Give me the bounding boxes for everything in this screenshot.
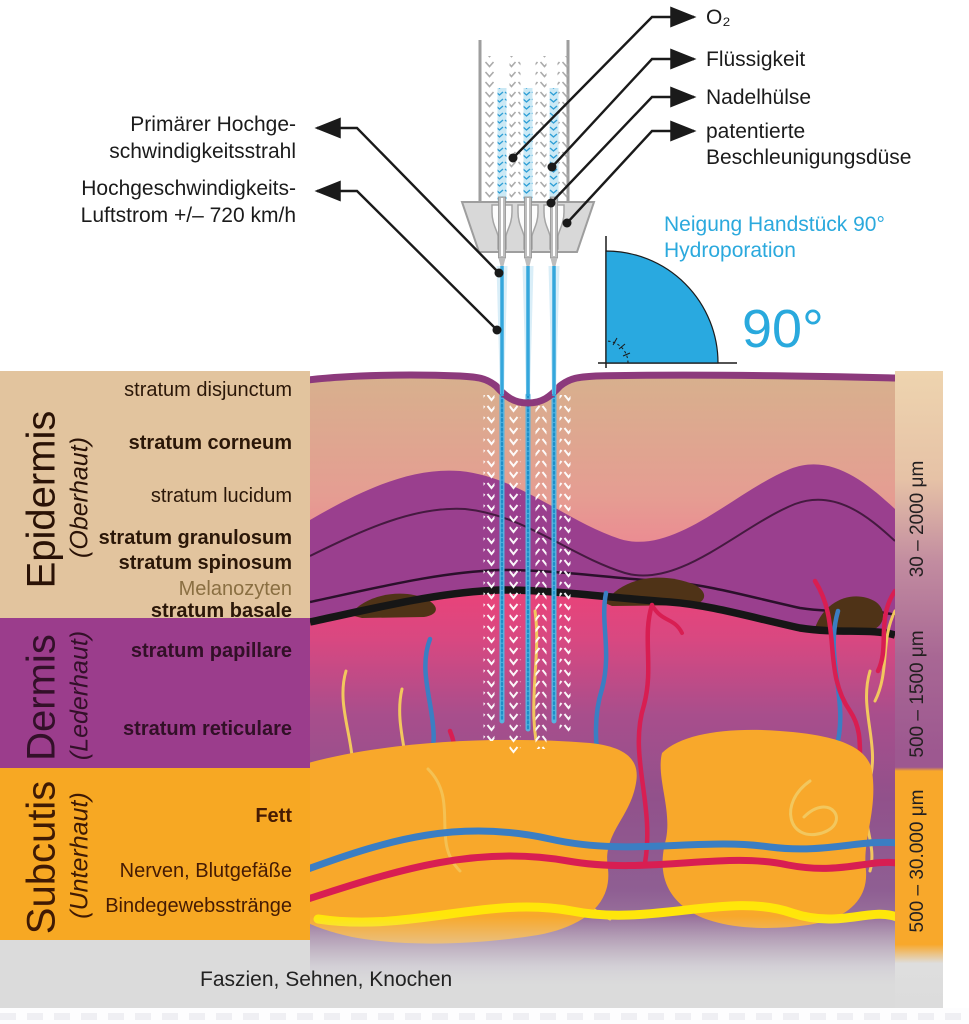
tilt-label-line2: Hydroporation bbox=[664, 239, 796, 262]
epidermis-label-block bbox=[0, 371, 310, 618]
label-fett: Fett bbox=[255, 805, 292, 827]
subcutis-label-block bbox=[0, 768, 310, 940]
epidermis-subtitle: (Oberhaut) bbox=[65, 437, 94, 558]
label-stratum-reticulare: stratum reticulare bbox=[123, 718, 292, 740]
high-velocity-jets bbox=[496, 266, 560, 396]
callout-lines bbox=[314, 6, 697, 331]
dermis-label-block bbox=[0, 618, 310, 768]
label-stratum-granulosum: stratum granulosum bbox=[98, 527, 292, 549]
label-stratum-corneum: stratum corneum bbox=[128, 432, 292, 454]
callout-jet-line1: Primärer Hochge- bbox=[130, 113, 296, 136]
needle-sleeves bbox=[498, 196, 558, 266]
angle-value: 90° bbox=[742, 299, 824, 359]
label-stratum-disjunctum: stratum disjunctum bbox=[124, 379, 292, 401]
subcutis-vessels bbox=[310, 767, 902, 927]
tilt-label-line1: Neigung Handstück 90° bbox=[664, 213, 885, 236]
label-stratum-lucidum: stratum lucidum bbox=[150, 485, 292, 507]
liquid-columns bbox=[497, 88, 559, 202]
callout-airflow-line2: Luftstrom +/– 720 km/h bbox=[80, 204, 296, 227]
label-faszien-sehnen-knochen: Faszien, Sehnen, Knochen bbox=[200, 968, 453, 991]
callout-dots bbox=[492, 153, 572, 335]
subcutis-title: Subcutis bbox=[19, 780, 64, 935]
device-body bbox=[460, 40, 596, 396]
bottom-strip bbox=[0, 1008, 969, 1024]
label-stratum-basale: stratum basale bbox=[150, 600, 292, 622]
callout-nozzle-line1: patentierte bbox=[706, 120, 806, 143]
label-stratum-spinosum: stratum spinosum bbox=[118, 552, 292, 574]
label-bindegewebsstraenge: Bindegewebsstränge bbox=[105, 895, 292, 917]
melanocyte-blobs bbox=[350, 577, 884, 630]
jet-chevron-columns bbox=[483, 392, 571, 757]
callout-o2: O₂ bbox=[706, 6, 731, 29]
dermis-vessels bbox=[341, 578, 898, 930]
fat-lobules bbox=[310, 729, 874, 944]
fascia-label-block bbox=[0, 940, 943, 1008]
skin-cross-section-illustration bbox=[310, 371, 943, 1008]
label-nerven-blutgefaesse: Nerven, Blutgefäße bbox=[119, 860, 292, 882]
callout-fluid: Flüssigkeit bbox=[706, 48, 806, 71]
acceleration-nozzle bbox=[460, 201, 596, 253]
callout-needle-sleeve: Nadelhülse bbox=[706, 86, 812, 109]
subcutis-subtitle: (Unterhaut) bbox=[65, 792, 94, 919]
label-stratum-papillare: stratum papillare bbox=[130, 640, 292, 662]
epidermis-title: Epidermis bbox=[19, 410, 64, 589]
callout-jet-line2: schwindigkeitsstrahl bbox=[109, 140, 296, 163]
callout-nozzle-line2: Beschleunigungsdüse bbox=[706, 146, 912, 169]
torn-edge-decoration bbox=[0, 1013, 969, 1020]
depth-subcutis: 500 – 30.000 μm bbox=[907, 789, 928, 933]
callout-airflow-line1: Hochgeschwindigkeits- bbox=[81, 177, 296, 200]
label-melanozyten: Melanozyten bbox=[178, 578, 292, 600]
